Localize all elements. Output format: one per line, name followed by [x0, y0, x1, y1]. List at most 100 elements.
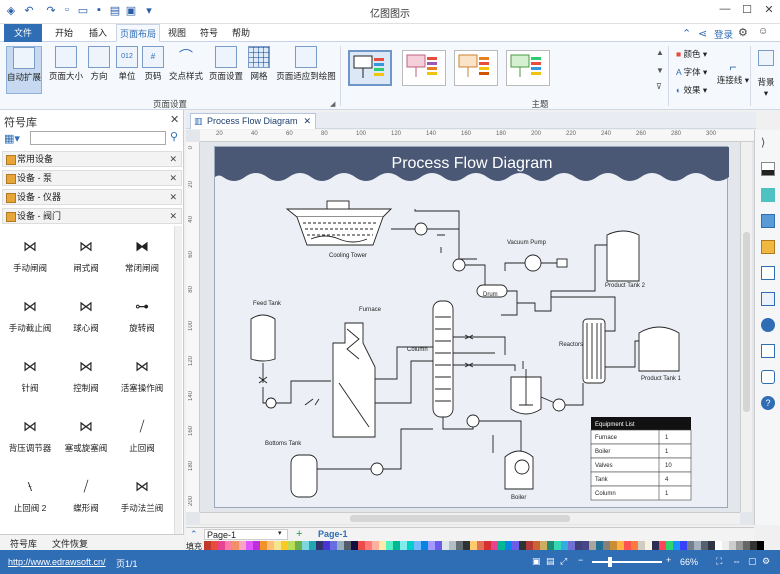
color-swatch[interactable]	[330, 541, 337, 550]
color-palette[interactable]	[204, 541, 770, 550]
color-swatch[interactable]	[414, 541, 421, 550]
color-swatch[interactable]	[736, 541, 743, 550]
tab-help[interactable]: 帮助	[231, 28, 250, 38]
color-swatch[interactable]	[666, 541, 673, 550]
dropdown-icon[interactable]: ⌃	[682, 28, 692, 40]
color-swatch[interactable]	[463, 541, 470, 550]
color-swatch[interactable]	[393, 541, 400, 550]
color-swatch[interactable]	[708, 541, 715, 550]
color-swatch[interactable]	[491, 541, 498, 550]
color-dropdown[interactable]: ■ 颜色 ▾	[676, 49, 708, 59]
color-swatch[interactable]	[372, 541, 379, 550]
page-tab[interactable]: Page-1	[318, 529, 348, 539]
help-icon[interactable]: ?	[761, 396, 775, 410]
symbol-item[interactable]: ⧸蝶形阀	[58, 470, 114, 530]
color-swatch[interactable]	[750, 541, 757, 550]
minimize-icon[interactable]: —	[719, 3, 731, 15]
vertical-scrollbar[interactable]	[740, 142, 752, 512]
feed-pump[interactable]	[265, 397, 277, 409]
reactor-pump[interactable]	[552, 398, 566, 412]
theme-more-icon[interactable]: ⊽	[656, 82, 662, 91]
tab-view[interactable]: 视图	[167, 28, 186, 38]
page-list-icon[interactable]: ⌃	[190, 529, 198, 539]
color-swatch[interactable]	[302, 541, 309, 550]
font-dropdown[interactable]: A 字体 ▾	[676, 67, 708, 77]
share-icon[interactable]: ⋖	[698, 28, 708, 40]
symbol-item[interactable]: ⊶旋转阀	[114, 290, 170, 350]
color-swatch[interactable]	[526, 541, 533, 550]
color-swatch[interactable]	[624, 541, 631, 550]
tab-symbol[interactable]: 符号	[199, 28, 218, 38]
symbol-item[interactable]: ⋈手动闸阀	[2, 230, 58, 290]
note-icon[interactable]	[761, 344, 775, 358]
tab-library[interactable]: 符号库	[10, 539, 38, 549]
color-swatch[interactable]	[365, 541, 372, 550]
color-swatch[interactable]	[645, 541, 652, 550]
search-icon[interactable]: ⚲	[170, 131, 179, 143]
color-swatch[interactable]	[547, 541, 554, 550]
theme-1[interactable]	[348, 50, 392, 86]
auto-expand-button[interactable]: 自动扩展	[6, 46, 42, 94]
symbol-item[interactable]: ⋈塞或旋塞阀	[58, 410, 114, 470]
color-swatch[interactable]	[288, 541, 295, 550]
group-launcher-icon[interactable]: ◢	[330, 101, 336, 108]
symbol-item[interactable]: ⋈针阀	[2, 350, 58, 410]
color-swatch[interactable]	[498, 541, 505, 550]
close-icon[interactable]: ✕	[169, 154, 177, 164]
image-icon[interactable]	[761, 214, 775, 228]
color-swatch[interactable]	[722, 541, 729, 550]
connector-button[interactable]: ⌐连接线 ▾	[716, 60, 750, 85]
bottoms-tank[interactable]	[290, 454, 318, 498]
page-size-button[interactable]: 页面大小	[48, 46, 84, 94]
theme-scroll-down-icon[interactable]: ▼	[656, 66, 664, 75]
orientation-button[interactable]: 方向	[84, 46, 114, 94]
product-tank-1[interactable]	[638, 326, 680, 372]
undo-icon[interactable]: ↶	[24, 5, 34, 17]
color-swatch[interactable]	[540, 541, 547, 550]
vertical-scroll-thumb[interactable]	[743, 232, 750, 412]
color-swatch[interactable]	[295, 541, 302, 550]
color-swatch[interactable]	[316, 541, 323, 550]
comment-icon[interactable]	[761, 370, 775, 384]
add-page-icon[interactable]: +	[296, 528, 303, 540]
page-setup-button[interactable]: 页面设置	[206, 46, 246, 94]
customize-icon[interactable]: ▾	[146, 5, 152, 17]
close-icon[interactable]: ✕	[764, 4, 774, 16]
color-swatch[interactable]	[456, 541, 463, 550]
color-swatch[interactable]	[337, 541, 344, 550]
new-icon[interactable]: ▫	[65, 4, 69, 16]
theme-4[interactable]	[506, 50, 550, 86]
color-swatch[interactable]	[617, 541, 624, 550]
color-swatch[interactable]	[358, 541, 365, 550]
data-icon[interactable]	[761, 266, 775, 280]
color-swatch[interactable]	[211, 541, 218, 550]
color-swatch[interactable]	[428, 541, 435, 550]
fit-to-drawing-button[interactable]: 页面适应到绘图	[276, 46, 336, 94]
page-icon[interactable]	[761, 292, 775, 306]
library-search-input[interactable]	[30, 131, 166, 145]
settings-icon[interactable]: ⚙	[762, 556, 771, 566]
color-swatch[interactable]	[309, 541, 316, 550]
zoom-slider[interactable]	[592, 557, 662, 567]
symbol-item[interactable]: ⋈球心阀	[58, 290, 114, 350]
color-swatch[interactable]	[400, 541, 407, 550]
full-screen-icon[interactable]: ⤢	[560, 556, 568, 566]
color-swatch[interactable]	[442, 541, 449, 550]
maximize-icon[interactable]: ☐	[742, 4, 752, 16]
hyperlink-icon[interactable]	[761, 318, 775, 332]
background-button[interactable]: 背景▾	[754, 50, 778, 99]
category-pumps[interactable]: 设备 - 泵✕	[2, 170, 182, 186]
color-swatch[interactable]	[638, 541, 645, 550]
color-swatch[interactable]	[225, 541, 232, 550]
color-swatch[interactable]	[505, 541, 512, 550]
fit-window-icon[interactable]: ▢	[748, 556, 757, 566]
zoom-out-icon[interactable]: −	[578, 555, 584, 565]
distillation-column[interactable]	[432, 300, 454, 418]
color-swatch[interactable]	[694, 541, 701, 550]
color-swatch[interactable]	[512, 541, 519, 550]
color-swatch[interactable]	[344, 541, 351, 550]
print-icon[interactable]: ▤	[109, 5, 121, 17]
color-swatch[interactable]	[260, 541, 267, 550]
grid-button[interactable]: 网格	[244, 46, 274, 94]
close-panel-icon[interactable]: ✕	[170, 114, 180, 126]
